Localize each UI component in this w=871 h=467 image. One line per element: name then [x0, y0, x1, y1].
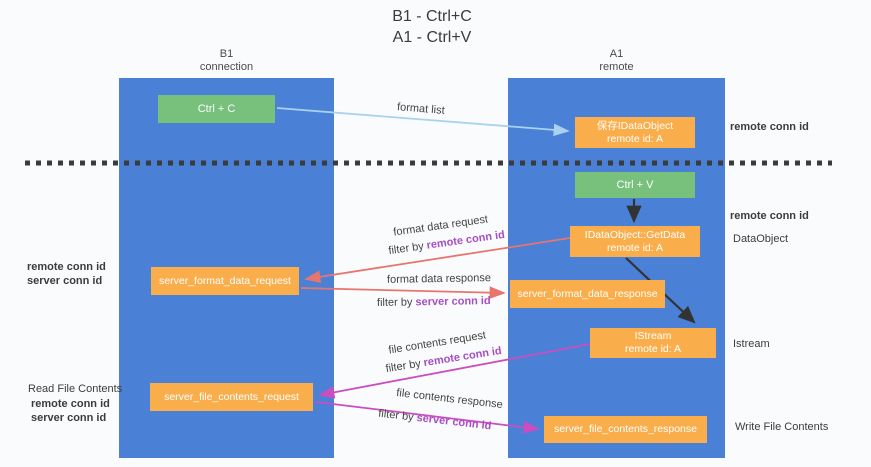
ctrl-c-label: Ctrl + C: [197, 102, 236, 115]
saved-idataobject-line1: 保存IDataObject: [596, 119, 674, 132]
remote-conn-id-annotation-right: remote conn id: [730, 210, 809, 222]
istream-line2: remote id: A: [624, 343, 682, 355]
lane-header-a1: A1 remote: [508, 48, 725, 74]
server-format-data-request-box: server_format_data_request: [151, 267, 299, 295]
format-data-response-label: format data response: [386, 272, 492, 286]
lane-header-b1: B1 connection: [119, 48, 334, 74]
file-contents-response-arrow: [315, 401, 540, 434]
ctrl-c-box: Ctrl + C: [158, 95, 275, 123]
server-file-contents-request-box: server_file_contents_request: [150, 383, 313, 411]
remote-conn-id-annotation-top-right: remote conn id: [730, 121, 809, 133]
format-data-response-arrow: [300, 286, 506, 299]
saved-idataobject-line2: remote id: A: [606, 132, 664, 145]
server-format-data-response-box: server_format_data_response: [510, 280, 665, 308]
getdata-line2: remote id: A: [606, 241, 664, 254]
server-file-contents-request-label: server_file_contents_request: [164, 390, 299, 403]
istream-line1: IStream: [634, 330, 672, 342]
server-format-data-request-label: server_format_data_request: [159, 274, 291, 287]
diagram-title: B1 - Ctrl+C A1 - Ctrl+V: [282, 6, 582, 48]
server-file-contents-response-label: server_file_contents_response: [553, 423, 697, 435]
istream-annotation: Istream: [733, 338, 770, 350]
ctrl-v-box: Ctrl + V: [575, 172, 695, 198]
lane-a1-title: A1: [609, 48, 624, 60]
title-line-1: B1 - Ctrl+C: [392, 8, 472, 25]
saved-idataobject-box: 保存IDataObject remote id: A: [575, 117, 695, 148]
lane-b1-title: B1: [219, 48, 234, 60]
getdata-line1: IDataObject::GetData: [584, 228, 686, 241]
idataobject-getdata-box: IDataObject::GetData remote id: A: [570, 226, 700, 257]
server-conn-id-annotation-left-bottom: server conn id: [31, 412, 107, 424]
ctrl-v-label: Ctrl + V: [616, 178, 654, 191]
read-file-contents-annotation: Read File Contents: [28, 383, 123, 395]
server-conn-id-annotation-left-top: server conn id: [27, 275, 103, 287]
format-data-request-arrow: [304, 237, 571, 284]
file-contents-request-arrow: [318, 343, 591, 399]
lane-b1-subtitle: connection: [199, 61, 254, 73]
server-format-data-response-label: server_format_data_response: [517, 287, 658, 300]
format-list-arrow: [276, 107, 570, 137]
lane-a1-subtitle: remote: [599, 61, 634, 73]
filter-by-text: filter by: [376, 296, 413, 309]
title-line-2: A1 - Ctrl+V: [392, 29, 472, 46]
server-conn-id-text: server conn id: [415, 295, 491, 309]
remote-conn-id-annotation-left-bottom: remote conn id: [31, 398, 110, 410]
server-file-contents-response-box: server_file_contents_response: [544, 416, 707, 443]
remote-conn-id-annotation-left-top: remote conn id: [27, 261, 106, 273]
dataobject-annotation: DataObject: [733, 233, 789, 245]
write-file-contents-annotation: Write File Contents: [735, 421, 829, 433]
istream-box: IStream remote id: A: [590, 328, 716, 358]
